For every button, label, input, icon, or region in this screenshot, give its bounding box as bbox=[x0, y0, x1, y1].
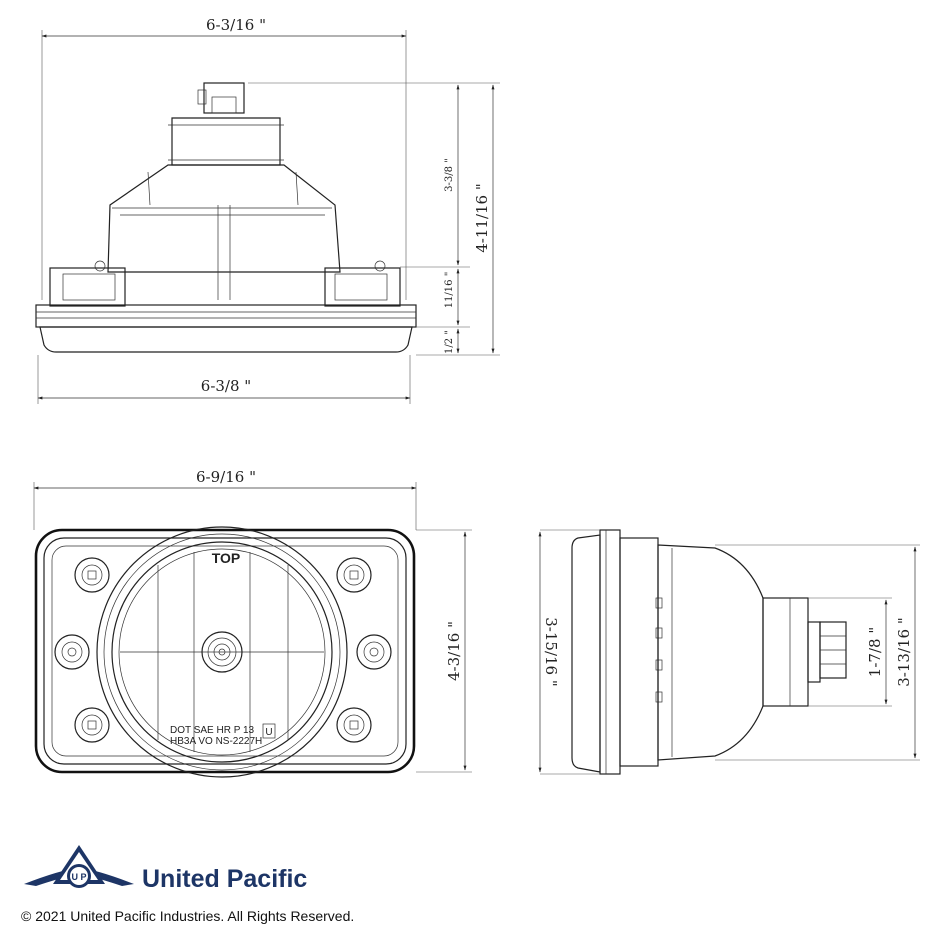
lens-marking-line2: HB3A VO NS-2227H bbox=[170, 736, 262, 747]
bulb-socket bbox=[201, 631, 243, 673]
lens-profile bbox=[39, 326, 413, 353]
dim-front-height: 4-3/16 " bbox=[445, 621, 463, 681]
front-bezel-inner bbox=[43, 537, 407, 765]
dim-side-height: 3-15/16 " bbox=[542, 617, 560, 687]
side-bezel bbox=[599, 529, 621, 775]
side-mount-plate bbox=[619, 537, 659, 767]
dim-top-total: 4-11/16 " bbox=[473, 183, 491, 253]
housing-body bbox=[107, 164, 341, 273]
dim-top-width: 6-3/16 " bbox=[206, 16, 266, 34]
connector-plug bbox=[203, 82, 245, 114]
dim-top-flange: 11/16 " bbox=[444, 272, 455, 309]
bezel-flange bbox=[35, 304, 417, 328]
side-lens bbox=[571, 534, 601, 773]
right-mount bbox=[324, 267, 401, 307]
led-module-top-right bbox=[336, 557, 372, 593]
led-module-mid-left bbox=[54, 634, 90, 670]
lens-marking-box: U bbox=[265, 727, 272, 738]
left-mount bbox=[49, 267, 126, 307]
led-module-bottom-left bbox=[74, 707, 110, 743]
led-module-top-left bbox=[74, 557, 110, 593]
dim-side-neck: 1-7/8 " bbox=[866, 627, 884, 677]
lens-marking-line1: DOT SAE HR P 13 bbox=[170, 725, 255, 736]
led-module-mid-right bbox=[356, 634, 392, 670]
side-connector bbox=[807, 621, 821, 683]
dim-top-body: 3-3/8 " bbox=[444, 158, 455, 192]
brand-logo: U P bbox=[24, 845, 134, 888]
dim-front-width: 6-9/16 " bbox=[196, 468, 256, 486]
side-housing bbox=[657, 544, 764, 761]
dim-top-base: 6-3/8 " bbox=[201, 377, 251, 395]
lens-reflector bbox=[118, 548, 326, 756]
front-bezel-outer bbox=[34, 528, 416, 774]
led-module-bottom-right bbox=[336, 707, 372, 743]
side-view: 3-15/16 " 1-7/8 " 3-13/16 " bbox=[538, 529, 920, 775]
brand-name: United Pacific bbox=[142, 865, 307, 893]
dim-top-lens: 1/2 " bbox=[444, 330, 455, 354]
lens-top-marking: TOP bbox=[212, 550, 241, 566]
side-neck bbox=[762, 597, 809, 707]
copyright-notice: © 2021 United Pacific Industries. All Ri… bbox=[21, 908, 354, 924]
dim-side-body: 3-13/16 " bbox=[895, 617, 913, 687]
logo-letters: U P bbox=[71, 872, 86, 882]
front-view: TOP DOT SAE HR P 13 HB3A VO NS-2227H U 6… bbox=[33, 468, 472, 778]
top-view: 6-3/16 " 6-3/8 " 3-3/8 " 11/16 " 1/2 " 4… bbox=[35, 16, 500, 404]
lens-outer-ring bbox=[96, 526, 348, 778]
